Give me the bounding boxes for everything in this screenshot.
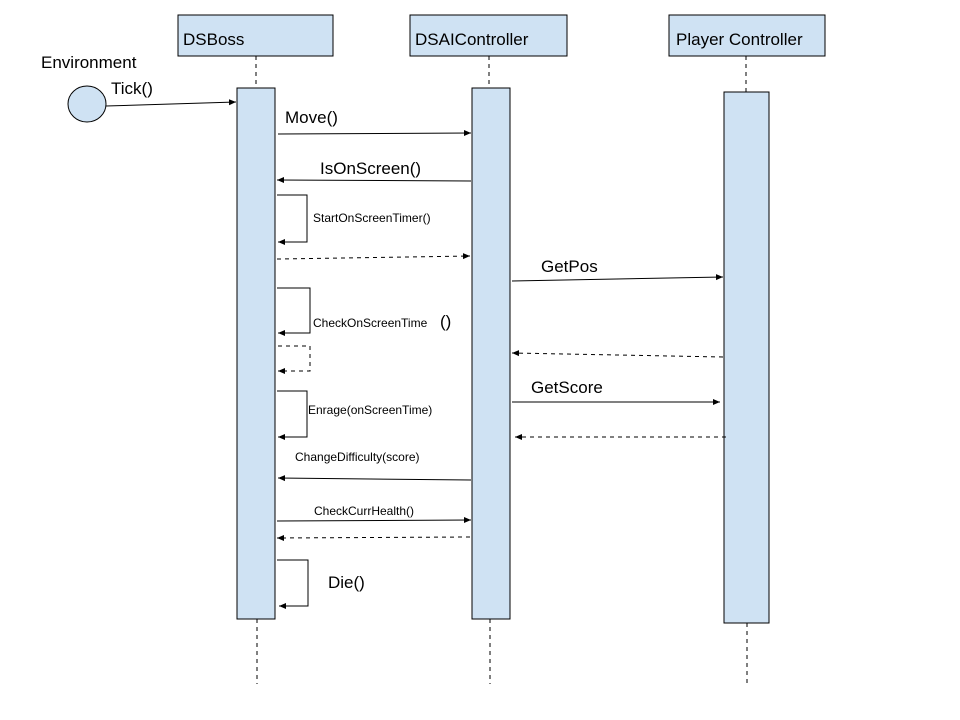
message-label-check-time-parens: () [440, 312, 451, 331]
message-label-enrage: Enrage(onScreenTime) [308, 403, 432, 417]
message-label-check-health: CheckCurrHealth() [314, 504, 414, 518]
self-call-die [277, 559, 309, 609]
message-label-check-time: CheckOnScreenTime [313, 316, 428, 330]
return-arrow-check-health [276, 534, 471, 541]
message-label-tick: Tick() [111, 79, 153, 98]
return-arrow-get-pos [511, 350, 724, 358]
message-label-move: Move() [285, 108, 338, 127]
message-label-die: Die() [328, 573, 365, 592]
message-label-get-score: GetScore [531, 378, 603, 397]
message-arrow-tick [105, 99, 237, 107]
message-label-change-difficulty: ChangeDifficulty(score) [295, 450, 420, 464]
activation-bar-dsboss [236, 87, 276, 620]
participant-box-dsboss [177, 14, 334, 57]
return-arrow-start-timer [276, 253, 471, 260]
message-arrow-get-pos [511, 274, 724, 282]
environment-actor-circle [67, 85, 107, 123]
participant-box-dsaicontroller [409, 14, 568, 57]
activation-bar-dsaicontroller [471, 87, 511, 620]
participant-box-player-controller [668, 14, 826, 57]
self-return-check-time [278, 345, 311, 374]
self-call-start-timer [277, 194, 308, 245]
activation-bar-player-controller [723, 91, 770, 624]
message-arrow-move [277, 130, 472, 137]
message-label-get-pos: GetPos [541, 257, 598, 276]
participant-label-dsaicontroller: DSAIController [415, 30, 529, 49]
participant-label-dsboss: DSBoss [183, 30, 244, 49]
message-arrow-check-health [276, 517, 472, 524]
environment-label: Environment [41, 53, 137, 72]
message-label-is-on-screen: IsOnScreen() [320, 159, 421, 178]
message-arrow-is-on-screen [276, 177, 472, 184]
participant-label-player-controller: Player Controller [676, 30, 803, 49]
self-call-enrage [277, 390, 308, 440]
message-label-start-timer: StartOnScreenTimer() [313, 211, 431, 225]
self-call-check-time [277, 287, 311, 336]
message-arrow-change-difficulty [277, 475, 472, 482]
